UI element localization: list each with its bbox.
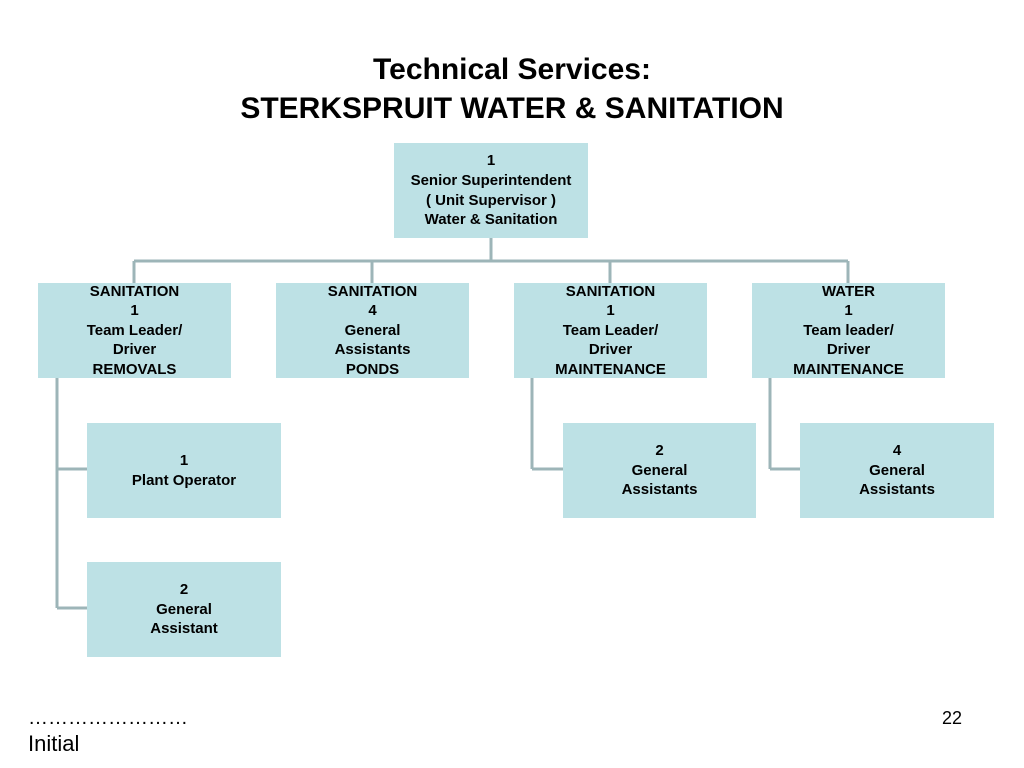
box-line: WATER — [821, 282, 876, 300]
box-line: SANITATION — [565, 282, 656, 300]
org-box-sanitation-maintenance: SANITATION 1 Team Leader/ Driver MAINTEN… — [514, 283, 707, 378]
org-box-water-maintenance: WATER 1 Team leader/ Driver MAINTENANCE — [752, 283, 945, 378]
box-line: MAINTENANCE — [555, 360, 666, 378]
box-line: General — [631, 461, 688, 479]
box-line: Assistant — [150, 620, 218, 638]
box-line: MAINTENANCE — [793, 360, 904, 378]
box-line: Driver — [826, 341, 871, 359]
box-line: 4 — [368, 302, 377, 320]
box-line: General — [869, 461, 925, 479]
org-box-sanitation-ponds: SANITATION 4 General Assistants PONDS — [276, 283, 469, 378]
box-line: 1 — [130, 302, 139, 320]
box-line: Senior Superintendent — [410, 171, 572, 189]
box-line: 1 — [606, 302, 615, 320]
box-line: General — [156, 600, 212, 618]
org-box-senior-superintendent: 1 Senior Superintendent ( Unit Superviso… — [394, 143, 588, 238]
box-line: Assistants — [859, 481, 935, 499]
box-line: Driver — [112, 341, 157, 359]
box-line: 1 — [179, 451, 189, 469]
box-line: REMOVALS — [92, 360, 177, 378]
box-line: General — [344, 321, 401, 339]
box-line: Team leader/ — [803, 321, 894, 339]
box-line: ( Unit Supervisor ) — [425, 191, 556, 209]
org-box-sanitation-removals: SANITATION 1 Team Leader/ Driver REMOVAL… — [38, 283, 231, 378]
box-line: Assistants — [334, 341, 411, 359]
box-line: SANITATION — [327, 282, 418, 300]
box-line: Driver — [588, 341, 633, 359]
box-line: 1 — [844, 302, 853, 320]
box-line: 1 — [486, 152, 496, 170]
box-line: Water & Sanitation — [424, 211, 558, 229]
box-line: PONDS — [345, 360, 400, 378]
box-line: Plant Operator — [131, 471, 237, 489]
org-box-general-assistant: 2 General Assistant — [87, 562, 281, 657]
box-line: 2 — [179, 581, 189, 599]
org-box-plant-operator: 1 Plant Operator — [87, 423, 281, 518]
box-line: SANITATION — [89, 282, 180, 300]
signature-line: …………………… — [28, 707, 188, 729]
box-line: Assistants — [621, 481, 698, 499]
initial-label: Initial — [28, 731, 80, 756]
org-box-sanitation-general-assistants: 2 General Assistants — [563, 423, 756, 518]
slide-title: Technical Services: — [373, 53, 651, 86]
box-line: Team Leader/ — [86, 321, 183, 339]
box-line: 4 — [892, 442, 902, 460]
page-number: 22 — [941, 708, 962, 728]
slide-subtitle: STERKSPRUIT WATER & SANITATION — [240, 92, 784, 125]
box-line: 2 — [655, 442, 664, 460]
org-box-water-general-assistants: 4 General Assistants — [800, 423, 994, 518]
box-line: Team Leader/ — [562, 321, 659, 339]
